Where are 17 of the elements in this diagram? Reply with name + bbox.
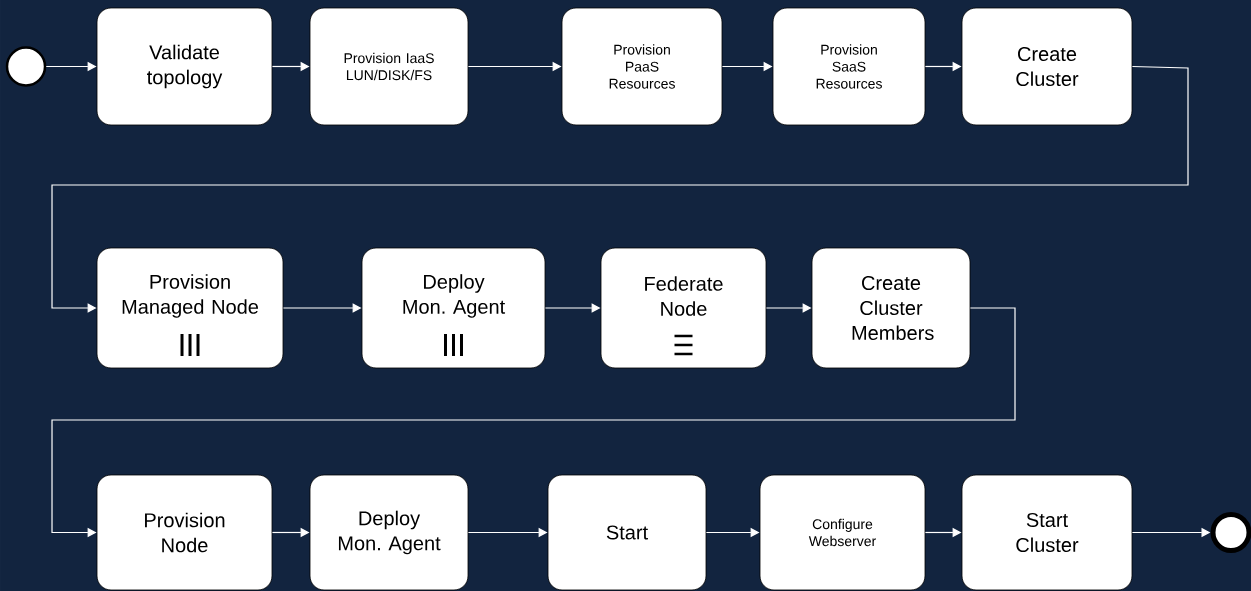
task-box: Deploy Mon. Agent	[361, 247, 546, 369]
task-box: Provision Node	[96, 474, 273, 591]
event-circle	[1210, 512, 1251, 553]
task-box: Create Cluster	[961, 7, 1133, 126]
task-box: Validate topology	[96, 7, 273, 126]
task-box: Start	[547, 474, 707, 591]
task-box: Deploy Mon. Agent	[309, 474, 469, 591]
task-box: Configure Webserver	[759, 474, 926, 591]
arrow	[51, 65, 1189, 313]
task-box: Provision IaaS LUN/DISK/FS	[309, 7, 469, 126]
event-circle	[5, 46, 47, 87]
task-box: Provision Managed Node	[96, 247, 284, 369]
task-box: Create Cluster Members	[811, 247, 971, 369]
task-box: Provision SaaS Resources	[772, 7, 926, 126]
task-box: Start Cluster	[961, 474, 1133, 591]
task-box: Provision PaaS Resources	[561, 7, 723, 126]
task-box: Federate Node	[600, 247, 767, 369]
